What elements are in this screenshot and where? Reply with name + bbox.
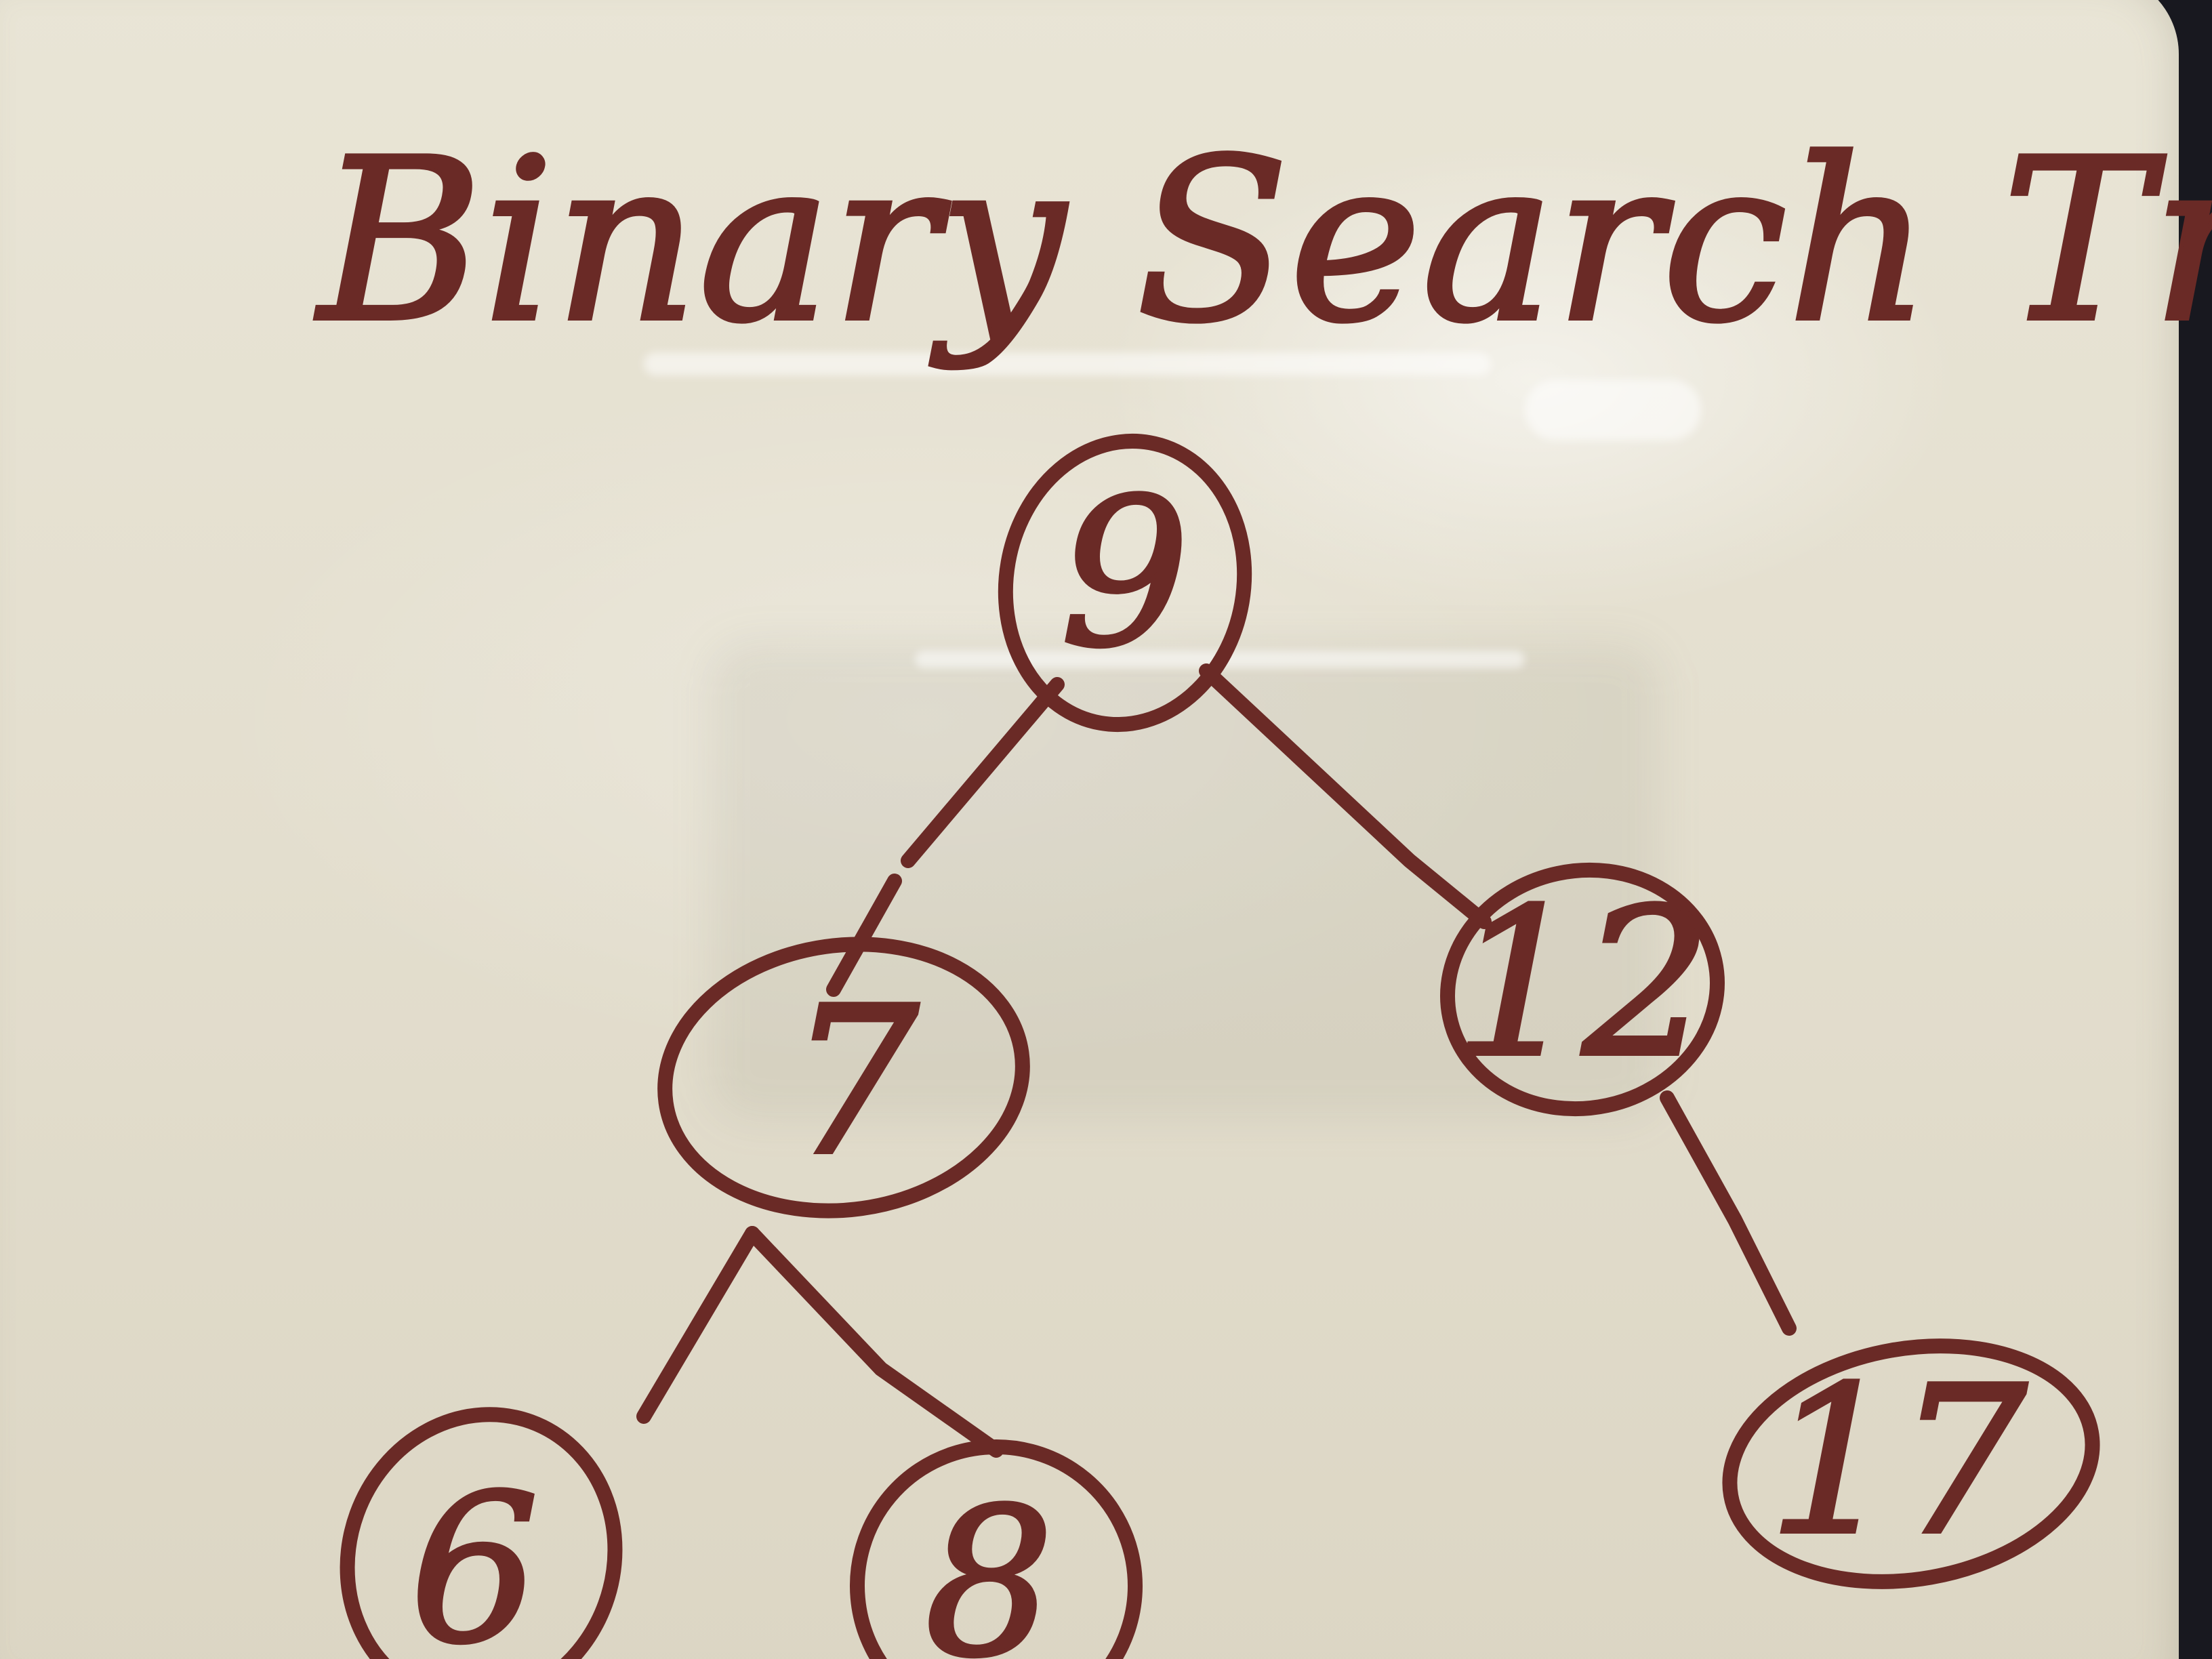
edge-12-17 (1660, 1090, 1797, 1336)
window-reflection (712, 644, 1660, 1118)
edge-9-7 (826, 677, 1065, 997)
node-circle (1722, 1338, 2100, 1589)
node-circle (1440, 862, 1725, 1117)
node-label: 9 (1061, 455, 1190, 692)
node-circle (657, 937, 1030, 1218)
edge-7-6 (636, 1226, 760, 1424)
node-label: 7 (790, 964, 920, 1200)
light-glare (1525, 380, 1701, 441)
tree-node-12: 12 (1440, 862, 1725, 1117)
node-label: 17 (1768, 1343, 2028, 1580)
node-label: 6 (410, 1452, 539, 1659)
tree-node-9: 9 (998, 433, 1252, 733)
node-circle (998, 433, 1252, 733)
node-circle (850, 1439, 1143, 1659)
edge-9-12 (1199, 663, 1492, 929)
tree-node-7: 7 (657, 937, 1030, 1218)
node-circle (340, 1407, 623, 1659)
tree-node-8: 8 (850, 1439, 1143, 1659)
node-label: 12 (1453, 865, 1712, 1102)
edge-7-8 (745, 1226, 1004, 1458)
tree-node-6: 6 (340, 1407, 623, 1659)
light-glare (644, 352, 1491, 375)
board-title: Binary Search Tree (315, 111, 2212, 371)
tree-node-17: 17 (1722, 1338, 2100, 1589)
node-label: 8 (925, 1465, 1054, 1659)
